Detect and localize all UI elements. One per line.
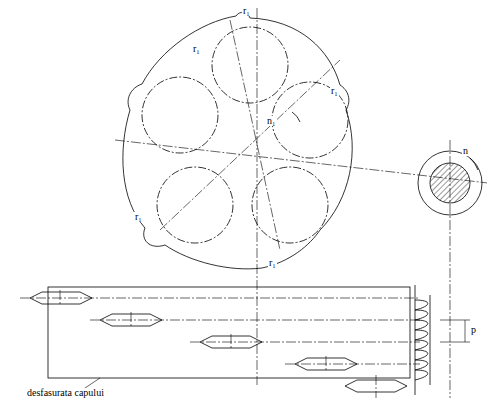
radius-label: r₁: [242, 6, 251, 16]
rotation-arrow: [470, 158, 478, 170]
radius-label: r₁: [134, 212, 143, 222]
center-lines: [115, 8, 487, 398]
extension-line: [440, 342, 470, 343]
tool-axes: [20, 290, 420, 398]
head-development: [48, 287, 410, 378]
extension-line: [440, 320, 470, 321]
tool-circles: [142, 27, 348, 243]
thread-profile: [415, 300, 428, 380]
radius-label: r₁: [192, 44, 201, 54]
dimension-line: [465, 320, 466, 342]
dimension-label: p: [470, 325, 477, 335]
speed-label: n₁: [266, 116, 277, 126]
radius-label: r₁: [330, 86, 339, 96]
workpiece: [418, 151, 482, 215]
cutter-head: [123, 12, 352, 269]
rotation-arrow: [292, 112, 300, 122]
radius-label: r₁: [268, 258, 277, 268]
workpiece-section: [430, 163, 470, 203]
part-label: desfasurata capului: [26, 388, 105, 398]
speed-label: n: [462, 146, 469, 156]
thread-root: [430, 295, 431, 385]
